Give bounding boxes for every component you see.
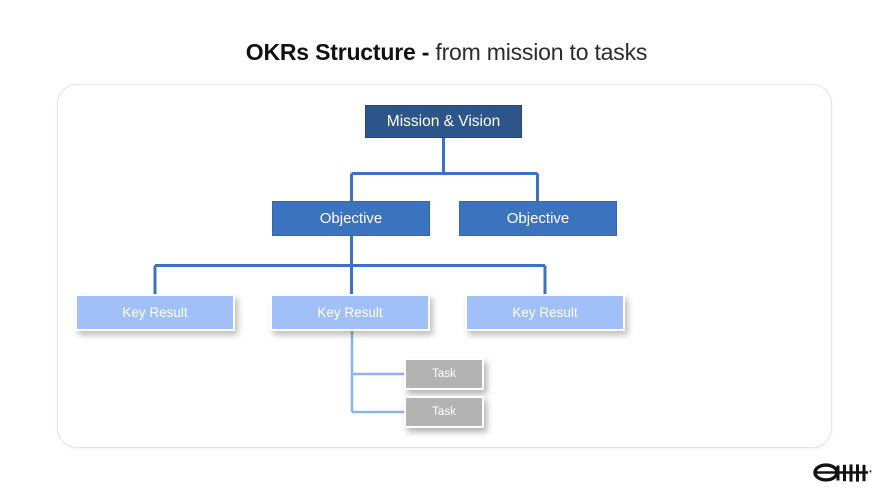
node-task-2[interactable]: Task	[404, 396, 484, 428]
edge-objective-to-keyresults	[153, 236, 547, 294]
node-mission-vision[interactable]: Mission & Vision	[365, 105, 522, 138]
edge-keyresult-to-tasks	[350, 331, 404, 414]
node-mission-vision-label: Mission & Vision	[386, 112, 501, 130]
node-objective-1[interactable]: Objective	[272, 201, 430, 236]
node-key-result-3[interactable]: Key Result	[465, 294, 625, 331]
edge-mission-to-objectives	[350, 138, 539, 201]
node-task-2-label: Task	[432, 406, 456, 418]
node-objective-2-label: Objective	[506, 210, 570, 227]
node-key-result-2[interactable]: Key Result	[270, 294, 430, 331]
page-title-rest: from mission to tasks	[429, 39, 648, 65]
page-title: OKRs Structure - from mission to tasks	[0, 36, 893, 68]
node-task-1-label: Task	[432, 368, 456, 380]
node-objective-2[interactable]: Objective	[459, 201, 617, 236]
node-key-result-2-label: Key Result	[317, 305, 383, 320]
node-key-result-1-label: Key Result	[122, 305, 188, 320]
brand-logo-icon	[813, 463, 872, 482]
node-task-1[interactable]: Task	[404, 358, 484, 390]
node-key-result-1[interactable]: Key Result	[75, 294, 235, 331]
page-title-bold: OKRs Structure -	[245, 39, 430, 65]
node-key-result-3-label: Key Result	[512, 305, 578, 320]
node-objective-1-label: Objective	[319, 210, 383, 227]
